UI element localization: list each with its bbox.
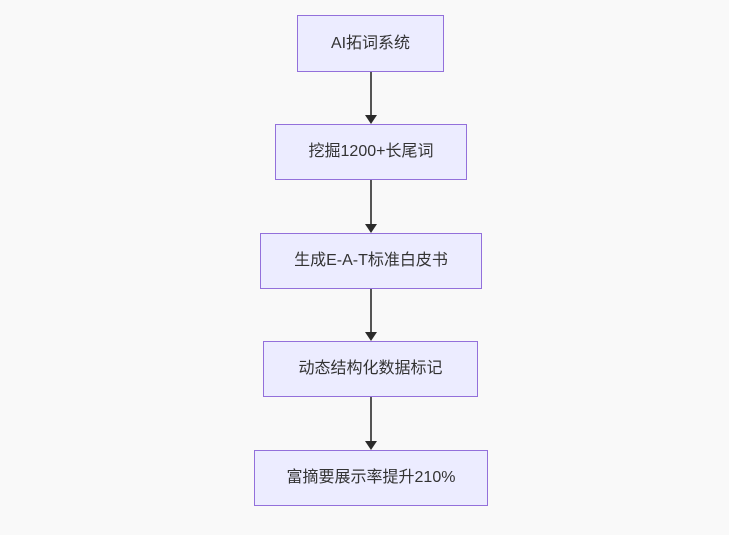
flow-node-label: 动态结构化数据标记	[298, 360, 443, 377]
flow-node-label: 生成E-A-T标准白皮书	[294, 252, 448, 269]
arrowhead-down-icon	[365, 441, 377, 450]
edge-line	[370, 180, 372, 224]
arrowhead-down-icon	[365, 332, 377, 341]
arrowhead-down-icon	[365, 115, 377, 124]
flow-node-eat-whitepaper: 生成E-A-T标准白皮书	[260, 233, 482, 289]
edge-line	[370, 72, 372, 115]
flow-node-label: 富摘要展示率提升210%	[286, 469, 456, 486]
flow-node-label: AI拓词系统	[330, 34, 411, 52]
edge-line	[370, 289, 372, 332]
flow-node-label: 挖掘1200+长尾词	[308, 143, 434, 160]
flow-node-rich-snippet-result: 富摘要展示率提升210%	[254, 450, 488, 506]
arrowhead-down-icon	[365, 224, 377, 233]
flow-node-ai-word-expansion: AI拓词系统	[297, 15, 444, 72]
edge-line	[370, 397, 372, 441]
flow-node-structured-data-markup: 动态结构化数据标记	[263, 341, 478, 397]
flow-node-longtail-mining: 挖掘1200+长尾词	[275, 124, 467, 180]
